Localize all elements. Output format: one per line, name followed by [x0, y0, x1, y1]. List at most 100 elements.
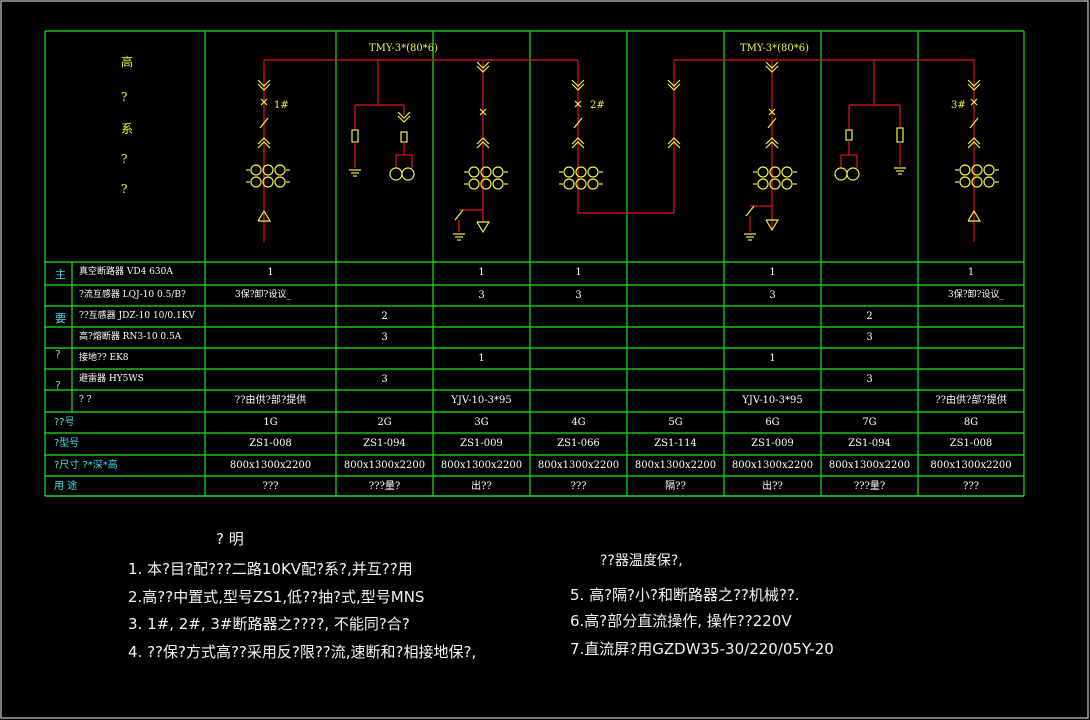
chevron-symbol	[476, 65, 490, 73]
current-transformer-symbol	[274, 176, 286, 188]
cabinet-cell: ???量?	[853, 481, 886, 492]
chevron-symbol	[257, 141, 271, 149]
equipment-cell: 3保?卸?设议_	[235, 290, 291, 300]
system-label-4: ?	[121, 182, 128, 196]
chevron-symbol	[397, 111, 411, 119]
busbar-label-right: TMY-3*(80*6)	[740, 43, 810, 54]
chevron-symbol	[967, 79, 981, 87]
equipment-cell: 3保?卸?设议_	[948, 290, 1004, 300]
current-transformer-symbol	[480, 166, 492, 178]
cable-terminal-symbol	[476, 221, 491, 234]
cabinet-cell: ZS1-009	[751, 438, 794, 449]
chevron-symbol	[571, 141, 585, 149]
fuse-symbol	[400, 131, 408, 143]
cabinet-row-label: ??号	[54, 417, 75, 428]
current-transformer-symbol	[468, 178, 480, 190]
current-transformer-symbol	[959, 164, 971, 176]
fuse-symbol	[351, 129, 359, 143]
note-left-3: 3. 1#, 2#, 3#断路器之????, 不能同?合?	[128, 615, 410, 633]
cabinet-cell: 800x1300x2200	[343, 460, 426, 471]
chevron-symbol	[967, 141, 981, 149]
current-transformer-symbol	[563, 166, 575, 178]
voltage-transformer-symbol	[389, 167, 403, 181]
current-transformer-symbol	[769, 178, 781, 190]
current-transformer-symbol	[757, 178, 769, 190]
cabinet-cell: ZS1-008	[249, 438, 292, 449]
equipment-cell: 3	[866, 374, 873, 385]
equipment-row-label: 真空断路器 VD4 630A	[79, 267, 173, 277]
system-label-0: 高	[121, 55, 134, 69]
main-equipment-label-0: 主	[55, 268, 66, 281]
cabinet-cell: 6G	[765, 417, 780, 428]
breaker-x-symbol	[479, 108, 487, 116]
chevron-symbol	[476, 137, 490, 145]
equipment-row-label: 避雷器 HY5WS	[79, 374, 144, 384]
cabinet-cell: ZS1-066	[557, 438, 600, 449]
current-transformer-symbol	[492, 166, 504, 178]
current-transformer-symbol	[575, 166, 587, 178]
note-left-1: 1. 本?目?配???二路10KV配?系?,并互??用	[128, 560, 413, 578]
breaker-tag-3: 3#	[951, 100, 966, 111]
equipment-cell: 1	[769, 353, 776, 364]
system-label-1: ?	[121, 90, 128, 104]
current-transformer-symbol	[575, 178, 587, 190]
breaker-x-symbol	[970, 98, 978, 106]
switch-blade-symbol	[969, 117, 979, 129]
equipment-cell: 2	[866, 311, 873, 322]
switch-blade-symbol	[767, 117, 777, 129]
chevron-symbol	[476, 61, 490, 69]
cabinet-cell: 800x1300x2200	[930, 460, 1012, 471]
current-transformer-symbol	[250, 164, 262, 176]
switch-blade-symbol	[454, 209, 464, 221]
note-left-2: 2.高??中置式,型号ZS1,低??抽?式,型号MNS	[128, 588, 425, 606]
equipment-cell: 3	[575, 290, 582, 301]
note-right-3: 6.高?部分直流操作, 操作??220V	[570, 612, 792, 630]
main-equipment-label-1: 要	[55, 312, 66, 325]
cabinet-cell: ZS1-008	[949, 438, 993, 449]
chevron-symbol	[667, 83, 681, 91]
current-transformer-symbol	[274, 164, 286, 176]
voltage-transformer-symbol	[834, 167, 848, 181]
equipment-cell: 3	[381, 374, 388, 385]
switch-blade-symbol	[573, 117, 583, 129]
equipment-row-label: ? ?	[79, 395, 92, 405]
cabinet-row-label: ?型号	[54, 438, 80, 449]
chevron-symbol	[476, 141, 490, 149]
equipment-cell: 1	[267, 267, 274, 278]
note-right-2: 5. 高?隔?小?和断路器之??机械??.	[570, 586, 800, 604]
chevron-symbol	[571, 79, 585, 87]
cabinet-cell: 隔??	[665, 481, 686, 492]
equipment-row-label: 接地?? EK8	[79, 353, 129, 363]
current-transformer-symbol	[262, 164, 274, 176]
cabinet-cell: ???	[262, 481, 279, 492]
current-transformer-symbol	[757, 166, 769, 178]
main-equipment-label-2: ?	[55, 348, 61, 361]
breaker-x-symbol	[574, 100, 582, 108]
cabinet-cell: 3G	[474, 417, 489, 428]
equipment-cell: 3	[478, 290, 485, 301]
equipment-cell: 3	[866, 332, 873, 343]
equipment-cell: 1	[967, 267, 975, 278]
cabinet-cell: ZS1-094	[848, 438, 891, 449]
breaker-x-symbol	[768, 108, 776, 116]
equipment-row-label: 高?熔断器 RN3-10 0.5A	[79, 332, 182, 342]
system-label-3: ?	[121, 152, 128, 166]
cable-terminal-symbol	[765, 219, 780, 232]
chevron-symbol	[397, 115, 411, 123]
chevron-symbol	[967, 137, 981, 145]
busbar-label-left: TMY-3*(80*6)	[369, 43, 439, 54]
current-transformer-symbol	[971, 176, 983, 188]
current-transformer-symbol	[959, 176, 971, 188]
current-transformer-symbol	[480, 178, 492, 190]
notes-title: ? 明	[216, 530, 244, 548]
equipment-cell: YJV-10-3*95	[742, 395, 803, 406]
chevron-symbol	[667, 137, 681, 145]
current-transformer-symbol	[250, 176, 262, 188]
cabinet-cell: ???	[570, 481, 587, 492]
equipment-cell: 1	[478, 267, 485, 278]
cabinet-row-label: ?尺寸 ?*深*高	[54, 460, 118, 471]
cable-terminal-symbol	[257, 209, 272, 222]
cabinet-cell: 800x1300x2200	[229, 460, 312, 471]
